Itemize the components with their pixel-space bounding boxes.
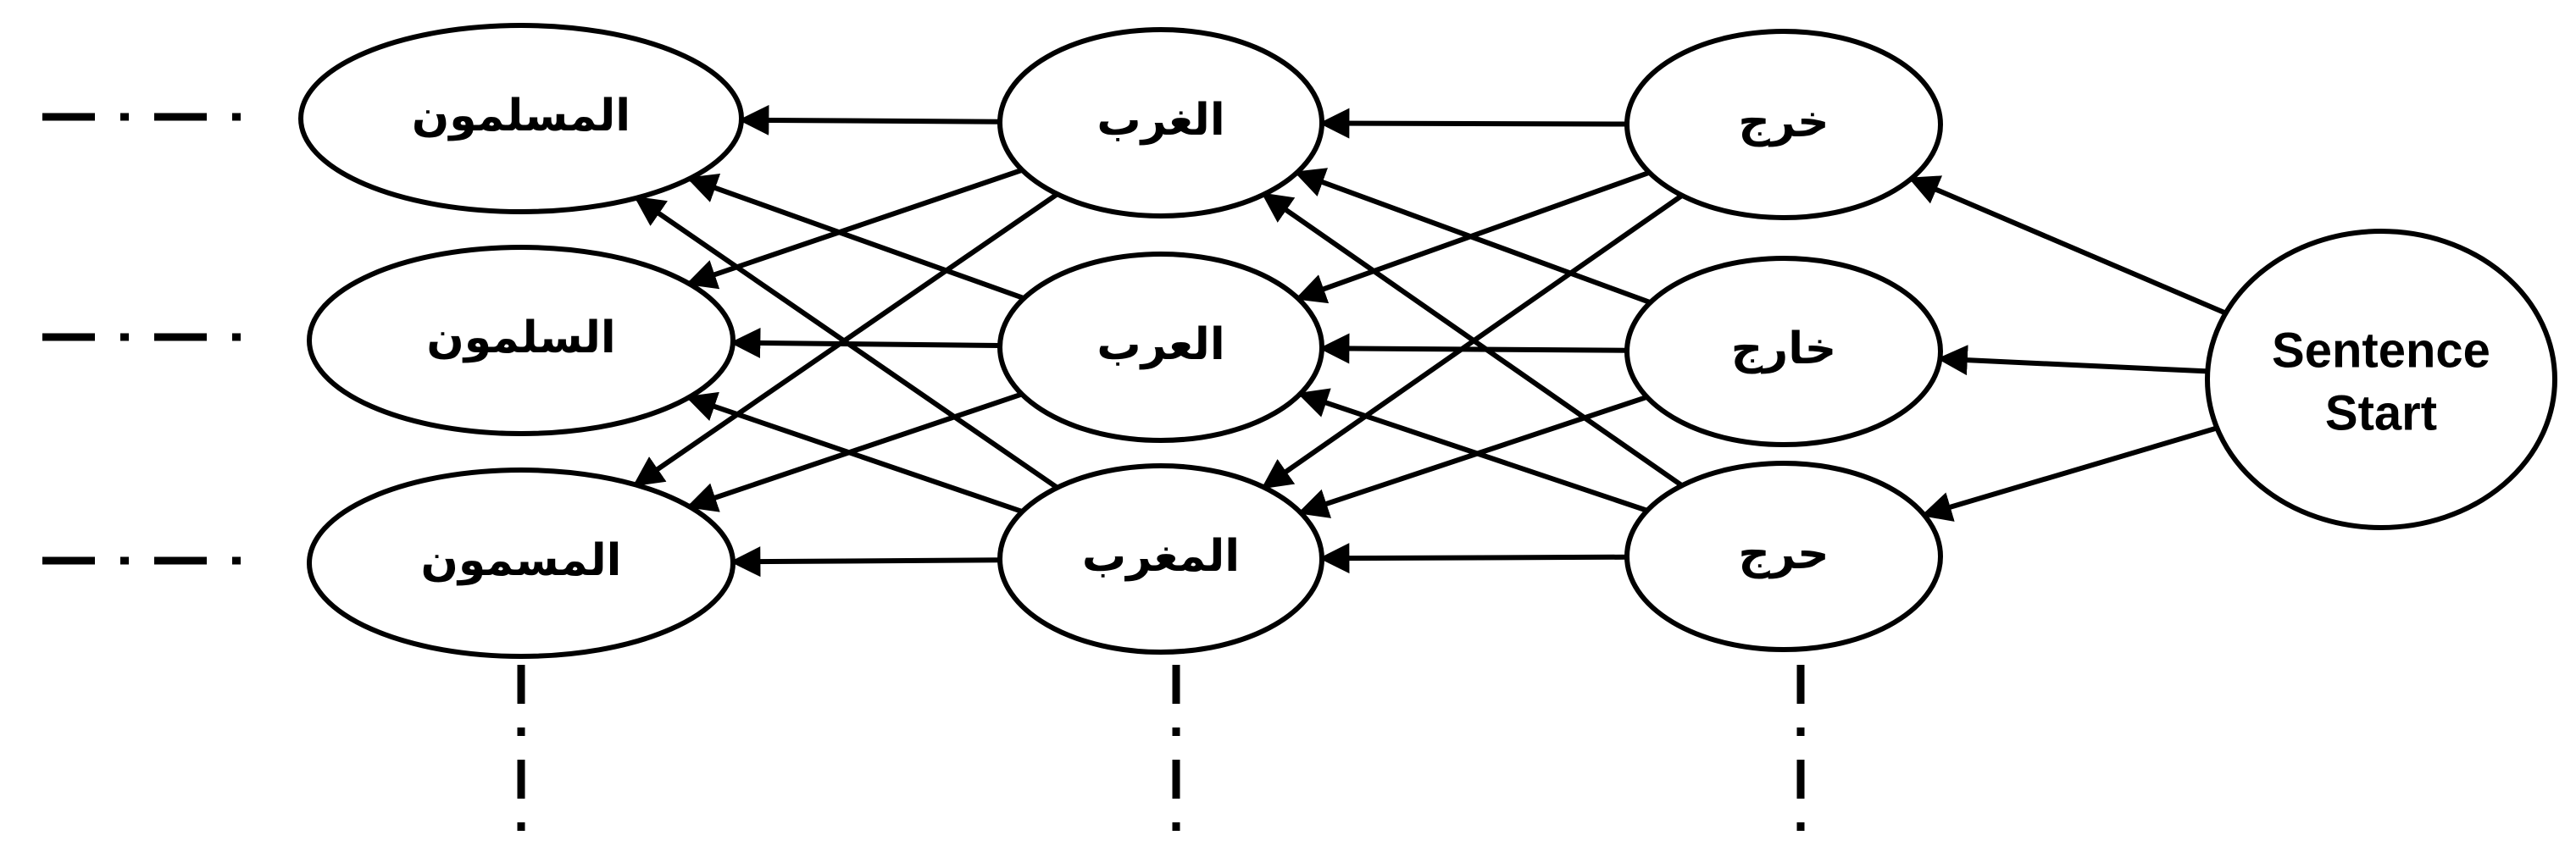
continuation-markers — [42, 113, 1805, 834]
edge-l2-2-to-l3-3 — [686, 391, 1023, 512]
edge-l1-3-to-l2-2 — [1296, 388, 1648, 513]
edge-l2-2-to-l3-2 — [730, 327, 1001, 358]
layer-1-node-1: خرج — [1624, 29, 1943, 220]
node-label: السلمون — [426, 313, 615, 363]
layer-2-node-1: الغرب — [997, 27, 1324, 219]
sentence-start-node: Sentence Start — [2205, 229, 2557, 530]
edge-l2-3-to-l3-3 — [730, 546, 1001, 578]
node-label: المسمون — [421, 535, 622, 586]
edge-l2-3-to-l3-2 — [686, 391, 1024, 514]
layer-3-node-3: المسمون — [307, 467, 736, 659]
layer-3-node-1: المسلمون — [298, 23, 744, 214]
edge-l1-3-to-l2-1 — [1261, 192, 1684, 488]
node-label: حرج — [1738, 528, 1829, 579]
edge-l2-3-to-l3-1 — [634, 196, 1059, 490]
node-label: المسلمون — [412, 91, 630, 141]
edge-start-to-l1-3 — [1921, 425, 2218, 522]
node-label: خرج — [1738, 97, 1829, 147]
layer-1-node-3: حرج — [1624, 461, 1943, 652]
edge-l1-2-to-l2-1 — [1294, 168, 1652, 306]
node-label: الغرب — [1096, 95, 1224, 146]
node-label: العرب — [1096, 319, 1224, 370]
edge-l2-2-to-l3-1 — [686, 173, 1025, 301]
edges-group — [632, 104, 2227, 578]
node-label: خارج — [1731, 324, 1836, 374]
edge-l1-3-to-l2-3 — [1319, 543, 1628, 574]
node-label: المغرب — [1082, 531, 1240, 582]
layer-3-node-2: السلمون — [307, 245, 736, 436]
layer-2-column: الغرب العرب المغرب — [997, 27, 1324, 655]
edge-start-to-l1-1 — [1907, 175, 2227, 316]
edge-l2-1-to-l3-1 — [738, 104, 1001, 136]
sentence-start-label-line2: Start — [2325, 385, 2437, 440]
edge-l2-1-to-l3-2 — [686, 167, 1024, 290]
layer-2-node-3: المغرب — [997, 463, 1324, 655]
edge-start-to-l1-2 — [1936, 345, 2208, 376]
layer-1-node-2: خارج — [1624, 256, 1943, 447]
layer-3-column: المسلمون السلمون المسمون — [298, 23, 744, 659]
sentence-start-label-line1: Sentence — [2272, 323, 2490, 378]
layer-2-node-2: العرب — [997, 252, 1324, 443]
edge-l1-2-to-l2-2 — [1319, 333, 1628, 364]
layer-1-column: خرج خارج حرج — [1624, 29, 1943, 652]
